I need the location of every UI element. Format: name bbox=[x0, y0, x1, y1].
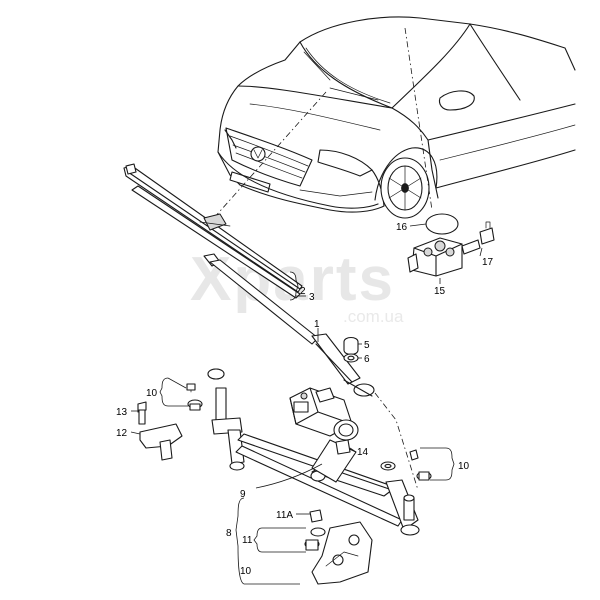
callout-11: 11 bbox=[242, 535, 253, 546]
callout-13: 13 bbox=[116, 407, 128, 418]
callout-2: 2 bbox=[300, 286, 306, 297]
callout-17: 17 bbox=[482, 257, 494, 268]
callout-16: 16 bbox=[396, 222, 408, 233]
callout-10-bottom: 10 bbox=[240, 566, 252, 577]
licence-plate bbox=[229, 171, 271, 193]
nut-washer-set-left bbox=[186, 383, 203, 411]
callout-15: 15 bbox=[434, 286, 446, 297]
callout-10-right: 10 bbox=[458, 461, 470, 472]
callout-3: 3 bbox=[309, 292, 315, 303]
callout-14: 14 bbox=[357, 447, 369, 458]
nut-washer-set-right bbox=[380, 449, 432, 481]
hex-nut bbox=[343, 353, 359, 363]
car-illustration bbox=[217, 16, 576, 219]
lower-fastener-set bbox=[304, 509, 373, 585]
watermark-domain: .com.ua bbox=[343, 307, 404, 326]
callout-11a: 11A bbox=[276, 510, 293, 521]
callout-6: 6 bbox=[364, 354, 370, 365]
wiper-blade-assembly bbox=[123, 163, 303, 299]
wiper-motor bbox=[289, 387, 359, 455]
emblem-icon bbox=[250, 146, 266, 162]
callout-8: 8 bbox=[226, 528, 232, 539]
callout-12: 12 bbox=[116, 428, 128, 439]
motor-plate bbox=[311, 521, 373, 585]
callout-1: 1 bbox=[314, 319, 320, 330]
rain-sensor-assembly bbox=[407, 213, 495, 277]
mounting-bracket bbox=[137, 401, 183, 461]
cap-nut bbox=[343, 336, 359, 356]
leader-lines bbox=[130, 223, 483, 585]
sensor-pad bbox=[425, 213, 459, 235]
callout-5: 5 bbox=[364, 340, 370, 351]
callout-10-left: 10 bbox=[146, 388, 158, 399]
callout-9: 9 bbox=[240, 489, 246, 500]
